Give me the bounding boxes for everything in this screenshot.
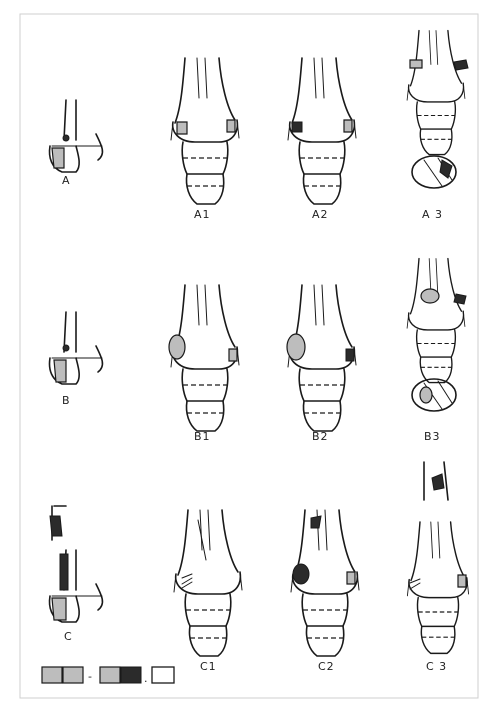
panel-a3-drawing: [407, 31, 468, 155]
panel-a1-drawing: [171, 58, 239, 204]
panel-b3-axial-view: [412, 379, 456, 411]
panel-b-drawing: [50, 312, 103, 384]
legend-dot: .: [144, 672, 149, 685]
panel-label-c3: C 3: [426, 660, 447, 673]
panel-a2-drawing: [288, 58, 356, 204]
panel-label-a: A: [62, 174, 71, 187]
panel-label-c2: C2: [318, 660, 335, 673]
panel-b1-drawing: [169, 285, 239, 431]
legend-separator: -: [88, 670, 93, 683]
legend-swatch-shaded-2: [63, 667, 83, 683]
panel-label-a2: A2: [312, 208, 329, 221]
legend-swatch-shaded-1: [42, 667, 62, 683]
panel-a3-axial-view: [412, 156, 456, 188]
panel-c2-drawing: [291, 510, 359, 656]
panel-c-upper-drawing: [50, 506, 66, 540]
panel-label-b1: B1: [194, 430, 211, 443]
panel-c3-drawing: [407, 522, 468, 653]
panel-b3-drawing: [407, 259, 466, 383]
panel-c3-upper-drawing: [424, 462, 448, 500]
figure-frame: [20, 14, 478, 698]
panel-c1-drawing: [174, 510, 242, 656]
panel-b2-drawing: [287, 285, 356, 431]
legend-swatch-shaded-3: [100, 667, 120, 683]
panel-label-a3: A 3: [422, 208, 443, 221]
panel-c-drawing: [50, 550, 103, 622]
panel-a-drawing: [50, 100, 103, 172]
panel-label-c1: C1: [200, 660, 217, 673]
legend-swatch-black: [121, 667, 141, 683]
panel-label-b: B: [62, 394, 71, 407]
panel-label-c: C: [64, 630, 73, 643]
legend-swatch-white: [152, 667, 174, 683]
panel-label-b3: B3: [424, 430, 441, 443]
legend: - .: [42, 667, 174, 685]
panel-label-b2: B2: [312, 430, 329, 443]
panel-label-a1: A1: [194, 208, 211, 221]
